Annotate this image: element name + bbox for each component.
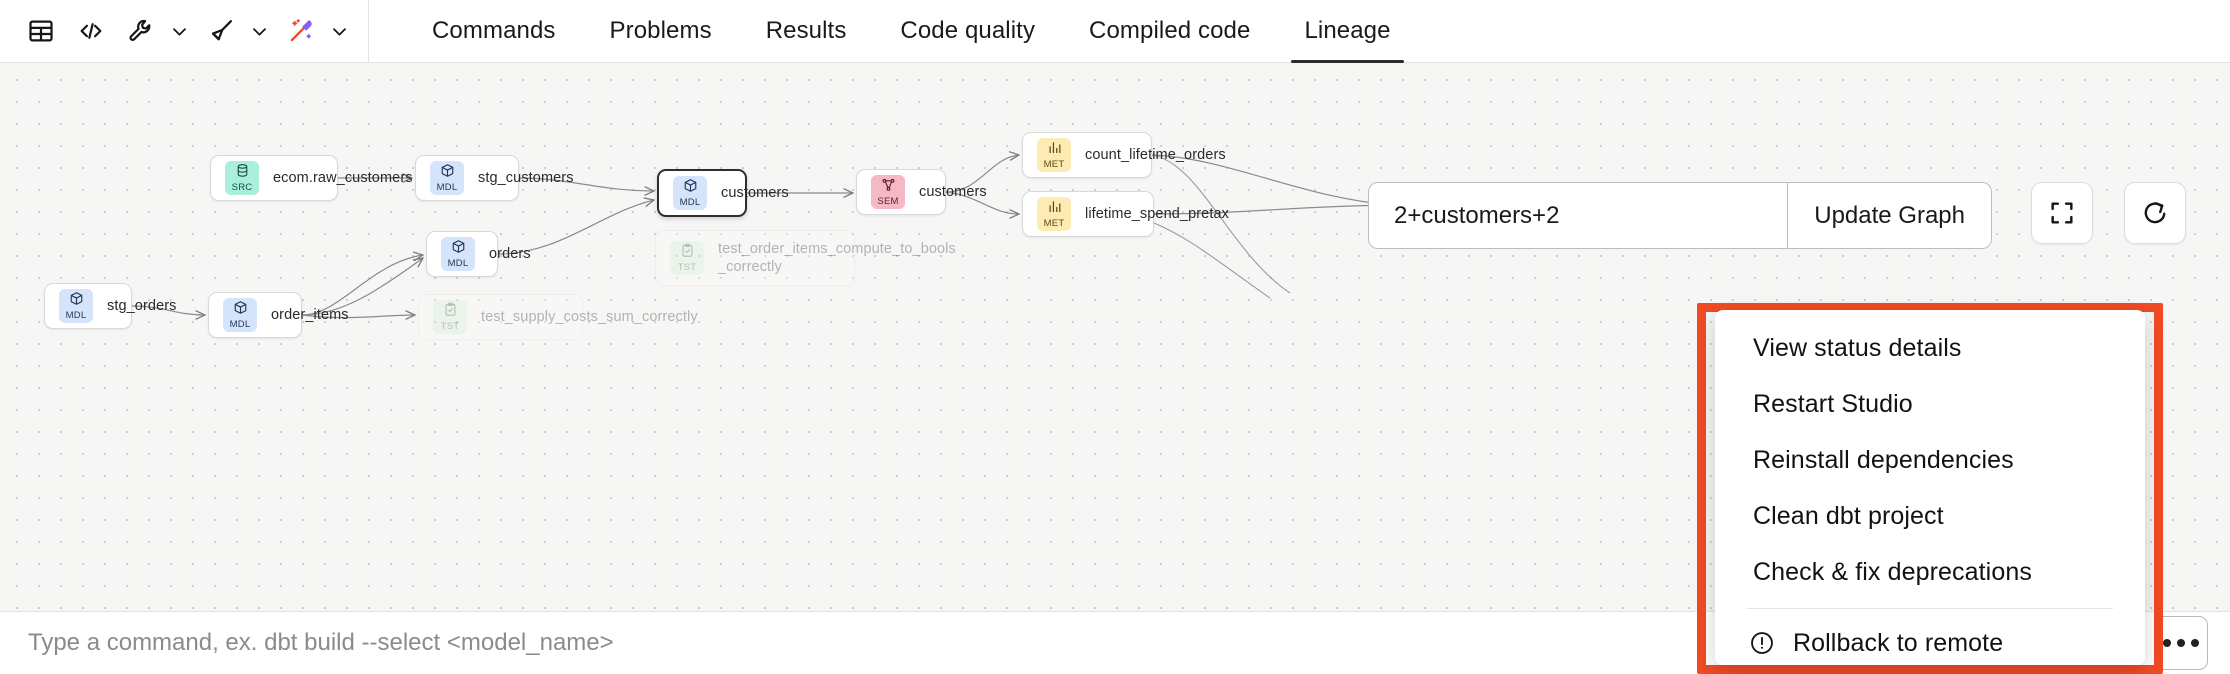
src-badge-icon: SRC xyxy=(225,161,259,195)
dot xyxy=(2163,639,2171,647)
tab-compiled-code[interactable]: Compiled code xyxy=(1089,17,1251,44)
warning-circle-icon xyxy=(1749,630,1775,656)
sem-badge-icon: SEM xyxy=(871,175,905,209)
panel-tabs: Commands Problems Results Code quality Compi… xyxy=(369,0,1418,63)
lineage-node-stg-customers[interactable]: MDL stg_customers xyxy=(415,155,573,201)
table-view-icon[interactable] xyxy=(18,8,64,54)
lineage-node-order-items[interactable]: MDL order_items xyxy=(208,292,349,338)
menu-item-reinstall-dependencies[interactable]: Reinstall dependencies xyxy=(1715,432,2145,488)
menu-item-label: Restart Studio xyxy=(1753,389,1913,418)
divider xyxy=(1787,183,1789,248)
tst-badge-icon: TST xyxy=(433,300,467,334)
lineage-node-label: customers xyxy=(919,183,987,200)
mdl-badge-icon: MDL xyxy=(59,289,93,323)
format-dropdown[interactable] xyxy=(198,8,274,54)
broom-icon[interactable] xyxy=(198,8,244,54)
chevron-down-icon[interactable] xyxy=(244,8,274,54)
lineage-node-test-order-items[interactable]: TST test_order_items_compute_to_bools _co… xyxy=(655,230,956,286)
menu-item-label: Reinstall dependencies xyxy=(1753,445,2014,474)
met-badge-icon: MET xyxy=(1037,138,1071,172)
mdl-badge-icon: MDL xyxy=(673,176,707,210)
wrench-icon[interactable] xyxy=(118,8,164,54)
mdl-badge-icon: MDL xyxy=(441,237,475,271)
menu-item-label: Rollback to remote xyxy=(1793,628,2004,657)
lineage-node-ecom-raw-customers[interactable]: SRC ecom.raw_customers xyxy=(210,155,412,201)
lineage-node-customers-sem[interactable]: SEM customers xyxy=(856,169,987,215)
more-actions-button[interactable] xyxy=(2154,616,2208,670)
menu-item-view-status-details[interactable]: View status details xyxy=(1715,320,2145,376)
tab-results[interactable]: Results xyxy=(765,17,847,44)
menu-item-rollback-to-remote[interactable]: Rollback to remote xyxy=(1715,615,2145,665)
lineage-node-lifetime-spend-pretax[interactable]: MET lifetime_spend_pretax xyxy=(1022,191,1229,237)
lineage-node-label: stg_customers xyxy=(478,169,574,186)
lineage-node-label: stg_orders xyxy=(107,297,177,314)
mdl-badge-icon: MDL xyxy=(430,161,464,195)
fullscreen-button[interactable] xyxy=(2031,182,2093,244)
tab-lineage[interactable]: Lineage xyxy=(1277,0,1417,63)
tab-code-quality[interactable]: Code quality xyxy=(900,17,1036,44)
graph-selector-input[interactable] xyxy=(1369,183,1788,248)
code-view-icon[interactable] xyxy=(68,8,114,54)
menu-item-restart-studio[interactable]: Restart Studio xyxy=(1715,376,2145,432)
lineage-node-count-lifetime-orders[interactable]: MET count_lifetime_orders xyxy=(1022,132,1226,178)
menu-item-check-fix-deprecations[interactable]: Check & fix deprecations xyxy=(1715,544,2145,600)
top-toolbar: Commands Problems Results Code quality Compi… xyxy=(0,0,2230,63)
lineage-node-label: ecom.raw_customers xyxy=(273,169,413,186)
chevron-down-icon[interactable] xyxy=(164,8,194,54)
dot xyxy=(2191,639,2199,647)
menu-item-label: View status details xyxy=(1753,333,1962,362)
lineage-node-orders[interactable]: MDL orders xyxy=(426,231,531,277)
tab-commands[interactable]: Commands xyxy=(432,17,556,44)
lineage-node-test-supply-costs[interactable]: TST test_supply_costs_sum_correctly xyxy=(418,294,698,340)
mdl-badge-icon: MDL xyxy=(223,298,257,332)
editor-tool-group xyxy=(0,0,369,63)
menu-item-label: Clean dbt project xyxy=(1753,501,1944,530)
update-graph-button[interactable]: Update Graph xyxy=(1788,183,1991,248)
lineage-node-customers-mdl[interactable]: MDL customers xyxy=(657,169,789,217)
chevron-down-icon[interactable] xyxy=(324,8,354,54)
lineage-node-label: test_order_items_compute_to_bools _corre… xyxy=(718,240,956,275)
ai-assist-dropdown[interactable] xyxy=(278,8,354,54)
tools-dropdown[interactable] xyxy=(118,8,194,54)
menu-separator xyxy=(1747,608,2113,609)
tab-problems[interactable]: Problems xyxy=(609,17,712,44)
lineage-node-label: count_lifetime_orders xyxy=(1085,146,1226,163)
refresh-button[interactable] xyxy=(2124,182,2186,244)
magic-wand-icon[interactable] xyxy=(278,8,324,54)
menu-item-label: Check & fix deprecations xyxy=(1753,557,2032,586)
menu-item-clean-dbt-project[interactable]: Clean dbt project xyxy=(1715,488,2145,544)
dot xyxy=(2177,639,2185,647)
lineage-node-label: customers xyxy=(721,184,789,201)
graph-selector-bar[interactable]: Update Graph xyxy=(1368,182,1992,249)
lineage-node-stg-orders[interactable]: MDL stg_orders xyxy=(44,283,176,329)
met-badge-icon: MET xyxy=(1037,197,1071,231)
lineage-node-label: lifetime_spend_pretax xyxy=(1085,205,1229,222)
tst-badge-icon: TST xyxy=(670,241,704,275)
command-input[interactable] xyxy=(0,629,1877,657)
lineage-node-label: order_items xyxy=(271,306,349,323)
lineage-node-label: test_supply_costs_sum_correctly xyxy=(481,308,698,325)
lineage-node-label: orders xyxy=(489,245,531,262)
